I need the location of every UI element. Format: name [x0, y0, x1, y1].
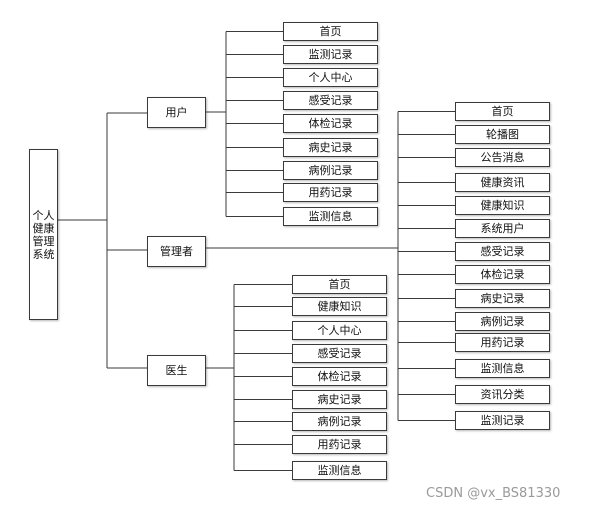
- leaf-node-label: 体检记录: [317, 370, 362, 383]
- leaf-node-label: 资讯分类: [480, 388, 525, 401]
- leaf-node-admin: 病例记录: [455, 312, 550, 331]
- leaf-node-label: 感受记录: [317, 347, 362, 360]
- leaf-node-label: 用药记录: [308, 186, 353, 199]
- leaf-node-label: 监测信息: [308, 210, 353, 223]
- leaf-node-label: 感受记录: [480, 245, 525, 258]
- leaf-node-user: 监测信息: [283, 207, 378, 226]
- leaf-node-label: 健康资讯: [480, 176, 525, 189]
- leaf-node-label: 用药记录: [480, 336, 525, 349]
- leaf-node-label: 病例记录: [308, 164, 353, 177]
- root-node-label: 个人健康管理系统: [32, 208, 55, 261]
- leaf-node-admin: 公告消息: [455, 148, 550, 167]
- watermark: CSDN @vx_BS81330: [426, 486, 561, 501]
- leaf-node-label: 监测信息: [480, 362, 525, 375]
- leaf-node-user: 监测记录: [283, 45, 378, 64]
- leaf-node-admin: 监测信息: [455, 359, 550, 378]
- leaf-node-doctor: 健康知识: [292, 297, 387, 316]
- root-node: 个人健康管理系统: [29, 149, 58, 320]
- leaf-node-admin: 首页: [455, 102, 550, 121]
- leaf-node-label: 健康知识: [317, 300, 362, 313]
- leaf-node-label: 个人中心: [317, 324, 362, 337]
- leaf-node-label: 个人中心: [308, 71, 353, 84]
- leaf-node-admin: 体检记录: [455, 265, 550, 284]
- leaf-node-doctor: 个人中心: [292, 321, 387, 340]
- leaf-node-label: 体检记录: [480, 268, 525, 281]
- leaf-node-admin: 系统用户: [455, 219, 550, 238]
- leaf-node-admin: 用药记录: [455, 333, 550, 352]
- leaf-node-label: 系统用户: [480, 222, 525, 235]
- leaf-node-label: 病史记录: [308, 141, 353, 154]
- leaf-node-admin: 监测记录: [455, 411, 550, 430]
- leaf-node-doctor: 病例记录: [292, 412, 387, 431]
- leaf-node-user: 体检记录: [283, 114, 378, 133]
- role-node-doctor: 医生: [147, 355, 206, 386]
- leaf-node-label: 病史记录: [480, 292, 525, 305]
- leaf-node-label: 病史记录: [317, 393, 362, 406]
- leaf-node-user: 首页: [283, 22, 378, 41]
- leaf-node-label: 病例记录: [317, 415, 362, 428]
- leaf-node-admin: 病史记录: [455, 289, 550, 308]
- leaf-node-label: 感受记录: [308, 94, 353, 107]
- leaf-node-admin: 轮播图: [455, 125, 550, 144]
- leaf-node-user: 病例记录: [283, 161, 378, 180]
- leaf-node-user: 个人中心: [283, 68, 378, 87]
- leaf-node-doctor: 用药记录: [292, 435, 387, 454]
- leaf-node-label: 用药记录: [317, 438, 362, 451]
- leaf-node-admin: 资讯分类: [455, 385, 550, 404]
- role-node-admin: 管理者: [147, 236, 206, 267]
- role-node-admin-label: 管理者: [160, 245, 193, 258]
- leaf-node-doctor: 病史记录: [292, 390, 387, 409]
- leaf-node-user: 感受记录: [283, 91, 378, 110]
- leaf-node-doctor: 感受记录: [292, 344, 387, 363]
- leaf-node-doctor: 首页: [292, 275, 387, 294]
- leaf-node-label: 监测信息: [317, 464, 362, 477]
- leaf-node-label: 公告消息: [480, 151, 525, 164]
- leaf-node-label: 健康知识: [480, 199, 525, 212]
- leaf-node-label: 监测记录: [308, 48, 353, 61]
- leaf-node-admin: 健康资讯: [455, 173, 550, 192]
- leaf-node-label: 首页: [319, 25, 342, 38]
- role-node-user-label: 用户: [165, 106, 188, 119]
- leaf-node-label: 轮播图: [486, 128, 519, 141]
- leaf-node-admin: 感受记录: [455, 242, 550, 261]
- leaf-node-doctor: 监测信息: [292, 461, 387, 480]
- leaf-node-doctor: 体检记录: [292, 367, 387, 386]
- leaf-node-label: 首页: [328, 278, 351, 291]
- leaf-node-admin: 健康知识: [455, 196, 550, 215]
- leaf-node-label: 体检记录: [308, 117, 353, 130]
- role-node-doctor-label: 医生: [165, 364, 188, 377]
- leaf-node-label: 监测记录: [480, 414, 525, 427]
- role-node-user: 用户: [147, 97, 206, 128]
- leaf-node-user: 病史记录: [283, 138, 378, 157]
- leaf-node-user: 用药记录: [283, 183, 378, 202]
- leaf-node-label: 首页: [491, 105, 514, 118]
- leaf-node-label: 病例记录: [480, 315, 525, 328]
